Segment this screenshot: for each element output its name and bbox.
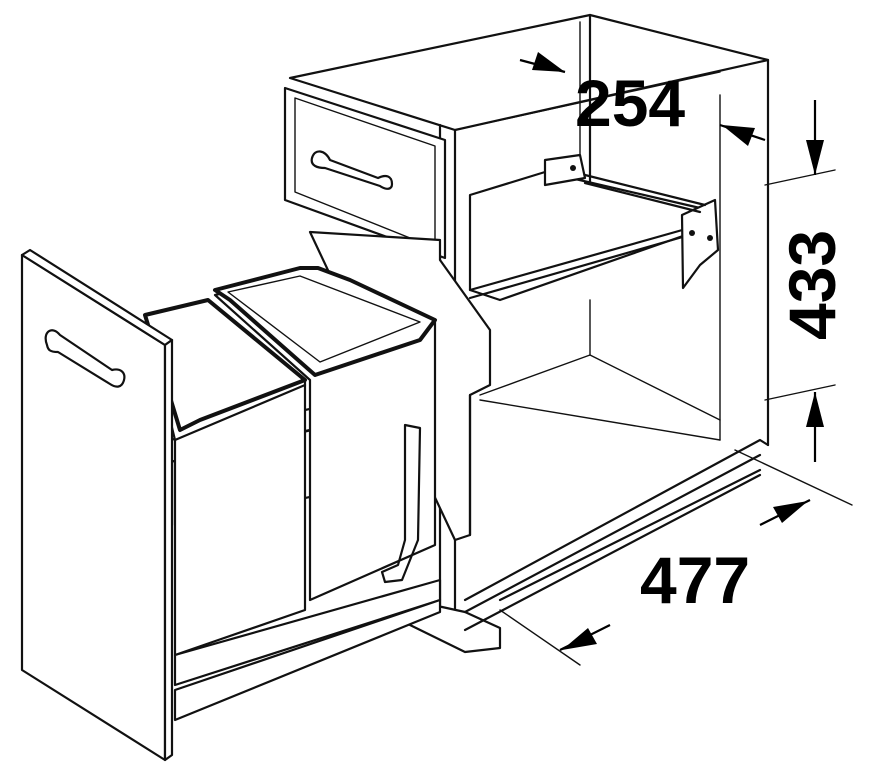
shelf-rail xyxy=(468,153,720,302)
rail-bracket-right xyxy=(680,198,720,290)
dimension-width: 254 xyxy=(519,52,766,146)
dimension-height: 433 xyxy=(764,100,849,462)
rail-bracket-left xyxy=(543,153,587,187)
height-label: 433 xyxy=(775,230,849,340)
pull-out-unit xyxy=(20,230,492,762)
dimension-depth: 477 xyxy=(499,449,853,666)
cabinet-carcass xyxy=(288,13,770,654)
drawer-handle-icon xyxy=(310,150,394,190)
width-label: 254 xyxy=(575,66,685,140)
front-handle-icon xyxy=(44,329,126,388)
bin-handle-icon xyxy=(380,423,422,584)
depth-label: 477 xyxy=(640,543,750,617)
